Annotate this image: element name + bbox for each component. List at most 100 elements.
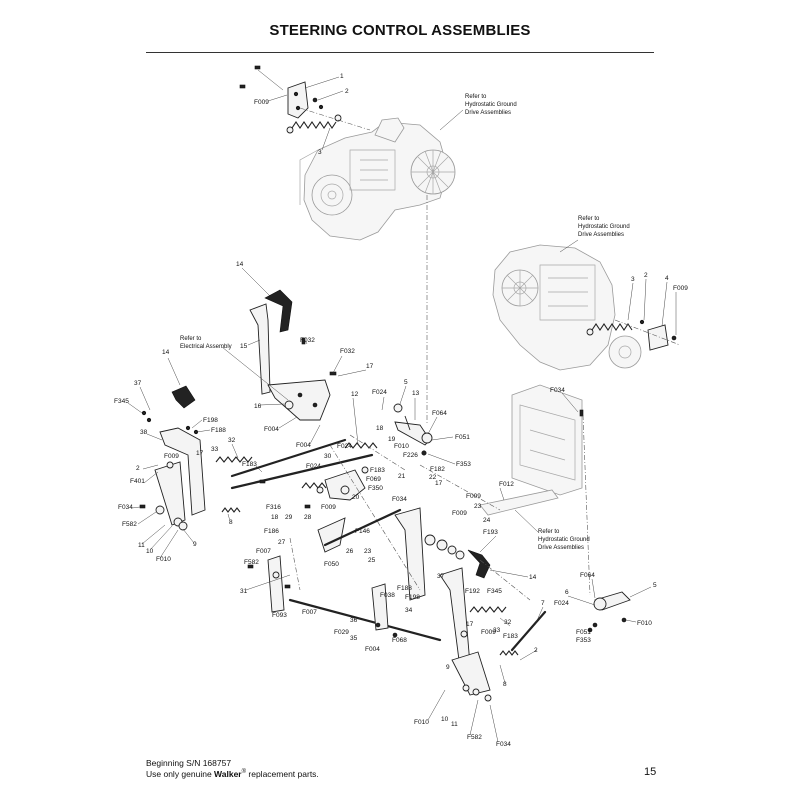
callout-f193: F193	[483, 529, 498, 536]
footer-reg-mark: ®	[241, 769, 247, 776]
center-linkage	[230, 438, 402, 553]
leader-lines	[127, 76, 677, 743]
callout-c15: 15	[240, 343, 248, 350]
callout-1: Hydrostatic Ground	[465, 102, 517, 108]
callout-f401: F401	[130, 478, 145, 485]
callout-1: Hydrostatic Ground	[538, 537, 590, 543]
callout-c5a: 5	[404, 379, 408, 386]
callout-f034b: F034	[392, 496, 407, 503]
callout-f350: F350	[368, 485, 383, 492]
callout-f582c: F582	[467, 734, 482, 741]
callout-c14a: 14	[236, 261, 244, 268]
center-steering-arm	[393, 403, 433, 456]
callout-f198a: F198	[203, 417, 218, 424]
note-electrical: Refer to Electrical Assembly	[180, 336, 289, 401]
callout-f024d: F024	[554, 600, 569, 607]
callout-f009c: F009	[321, 504, 336, 511]
callout-f024b: F024	[306, 463, 321, 470]
callout-f186: F186	[264, 528, 279, 535]
callout-0: Refer to	[465, 94, 487, 100]
callout-f183a: F183	[242, 461, 257, 468]
callout-c35: 35	[350, 635, 358, 642]
callout-c17c: 17	[435, 480, 443, 487]
callout-c29: 29	[285, 514, 293, 521]
callout-f034c: F034	[496, 741, 511, 748]
callout-f146: F146	[355, 528, 370, 535]
callout-c36: 36	[350, 617, 358, 624]
callout-f007b: F007	[302, 609, 317, 616]
callout-c8a: 8	[229, 519, 233, 526]
callout-c9a: 9	[193, 541, 197, 548]
callout-c1: 1	[340, 73, 344, 80]
callout-f009e: F009	[452, 510, 467, 517]
note-hydro-bottom: Refer to Hydrostatic Ground Drive Assemb…	[514, 509, 590, 551]
left-pedal-group	[139, 385, 253, 531]
note-hydro-right: Refer to Hydrostatic Ground Drive Assemb…	[559, 216, 630, 253]
callout-f316: F316	[266, 504, 281, 511]
callout-f068: F068	[392, 637, 407, 644]
callout-c31: 31	[240, 588, 248, 595]
callout-f010c: F010	[414, 719, 429, 726]
callout-c7: 7	[541, 600, 545, 607]
callout-f010a: F010	[394, 443, 409, 450]
callout-f009b: F009	[164, 453, 179, 460]
callout-c21: 21	[398, 473, 406, 480]
footer-brand: Walker	[214, 769, 242, 779]
callout-c5b: 5	[653, 582, 657, 589]
alignment-centerlines	[289, 107, 681, 601]
callout-1: Electrical Assembly	[180, 344, 232, 350]
callout-r4: 4	[665, 275, 669, 282]
callout-f188a: F188	[211, 427, 226, 434]
callout-0: Refer to	[578, 216, 600, 222]
callout-c18a: 18	[376, 425, 384, 432]
page-title: STEERING CONTROL ASSEMBLIES	[269, 22, 531, 39]
callout-f069: F069	[366, 476, 381, 483]
callout-r2: 2	[644, 272, 648, 279]
callout-c34: 34	[405, 607, 413, 614]
footer-use-prefix: Use only genuine	[146, 769, 215, 779]
callout-c38: 38	[140, 429, 148, 436]
callout-f226: F226	[403, 452, 418, 459]
callout-c24: 24	[483, 517, 491, 524]
callout-2: Drive Assemblies	[465, 110, 511, 116]
callout-c20: 20	[352, 494, 360, 501]
callout-f353b: F353	[576, 637, 591, 644]
callout-c16: 16	[254, 403, 262, 410]
callout-2: Drive Assemblies	[538, 545, 584, 551]
callout-c30: 30	[324, 453, 332, 460]
callout-c23b: 23	[364, 548, 372, 555]
callout-f004c: F004	[365, 646, 380, 653]
callout-c27: 27	[278, 539, 286, 546]
right-lever-group	[394, 507, 519, 702]
callout-c32a: 32	[228, 437, 236, 444]
callout-c37b: 37	[437, 573, 445, 580]
callout-c18b: 18	[271, 514, 279, 521]
callout-1: Hydrostatic Ground	[578, 224, 630, 230]
callout-f009d: F009	[466, 493, 481, 500]
callout-f032b: F032	[340, 348, 355, 355]
callout-c17b: 17	[196, 450, 204, 457]
callout-c26: 26	[346, 548, 354, 555]
callout-f582a: F582	[122, 521, 137, 528]
callout-f024c: F024	[337, 443, 352, 450]
bottom-right-arm	[510, 409, 631, 652]
footer-serial: Beginning S/N 168757	[146, 758, 232, 768]
callout-c11b: 11	[451, 721, 458, 728]
callout-c17a: 17	[366, 363, 374, 370]
callout-f582b: F582	[244, 559, 259, 566]
callout-f183b: F183	[370, 467, 385, 474]
callout-f012: F012	[499, 481, 514, 488]
note-hydro-top: Refer to Hydrostatic Ground Drive Assemb…	[439, 94, 517, 131]
callout-f010d: F010	[637, 620, 652, 627]
callout-c11a: 11	[138, 542, 145, 549]
callout-c14b: 14	[162, 349, 170, 356]
callout-f345b: F345	[487, 588, 502, 595]
callout-f192: F192	[465, 588, 480, 595]
callout-f050: F050	[324, 561, 339, 568]
callout-c10a: 10	[146, 548, 154, 555]
callout-c19: 19	[388, 436, 396, 443]
callout-f183c: F183	[503, 633, 518, 640]
callout-c8b: 8	[503, 681, 507, 688]
callout-f345a: F345	[114, 398, 129, 405]
